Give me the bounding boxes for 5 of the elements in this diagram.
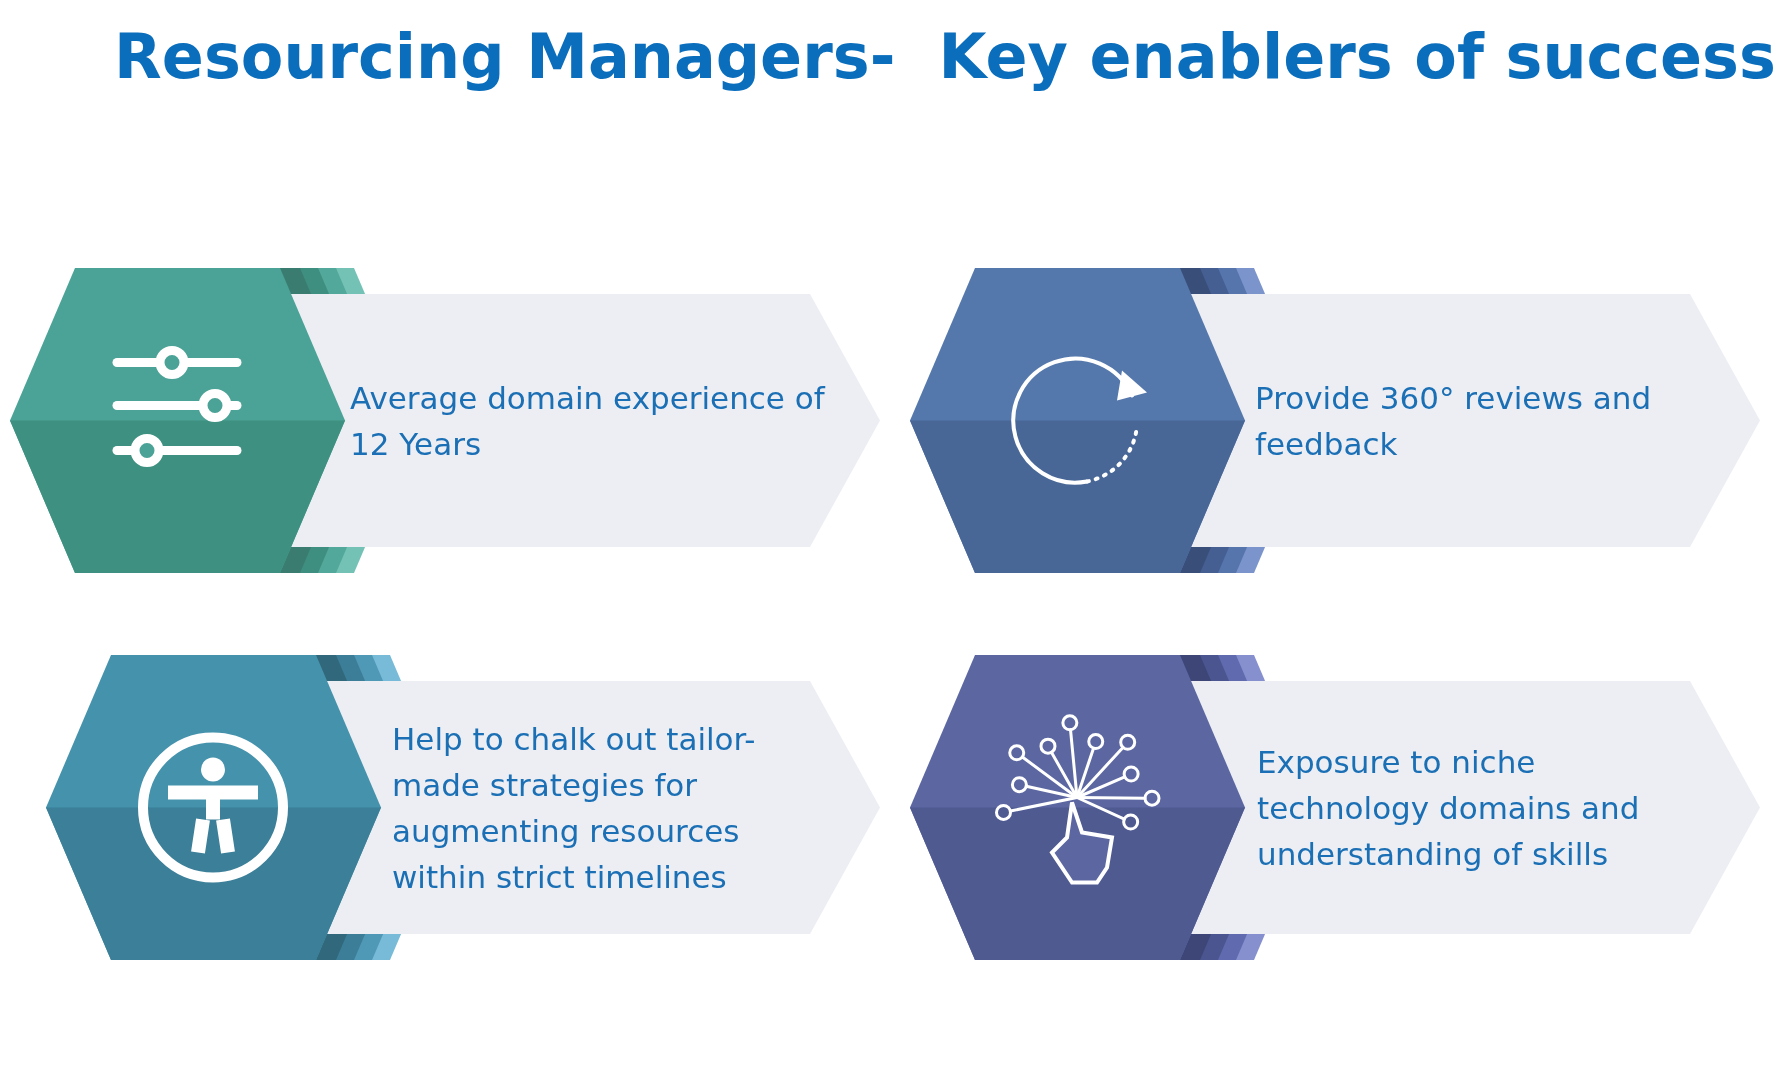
card-text: Provide 360° reviews and feedback xyxy=(1255,378,1653,464)
title: Resourcing Managers- Key enablers of success xyxy=(114,20,1776,93)
card-text: Exposure to niche technology domains and understanding of skills xyxy=(1257,742,1641,874)
card-text: Average domain experience of 12 Years xyxy=(350,378,827,464)
card-text: Help to chalk out tailor-made strategies for augmenting resources within strict timelines xyxy=(392,719,757,897)
